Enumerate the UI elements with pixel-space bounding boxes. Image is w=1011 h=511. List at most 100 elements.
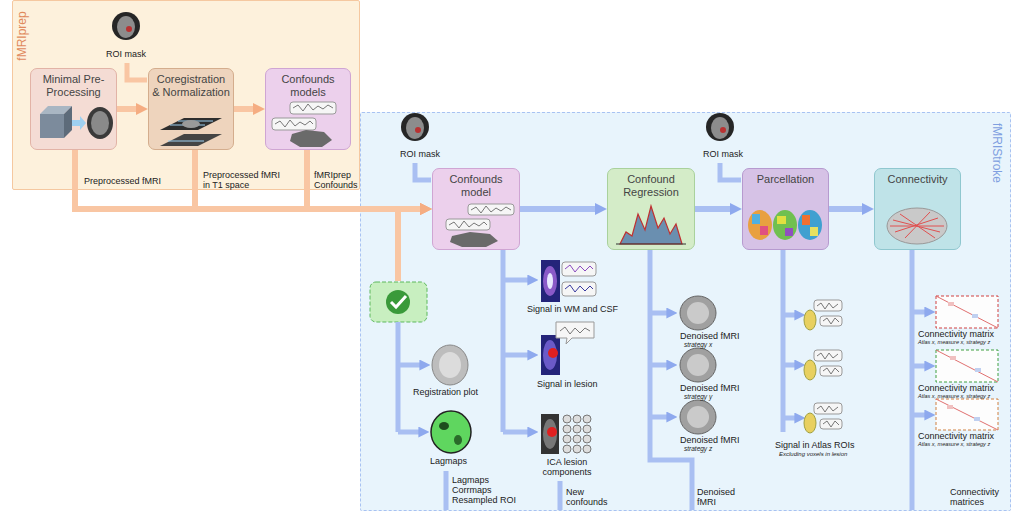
qc-check-icon	[386, 290, 410, 314]
note-text: Excluding voxels in lesion	[779, 451, 847, 458]
band-title-anchor: fMRIprep	[15, 6, 29, 66]
note-text: strategy y	[684, 393, 712, 400]
roi-mask-icon	[117, 16, 135, 38]
ica-components-icon	[583, 425, 591, 433]
label-anchor: Signal in Atlas ROIs	[775, 441, 855, 451]
atlas-brains-icon	[798, 210, 822, 240]
ica-components-icon	[573, 425, 581, 433]
output-wire	[783, 313, 799, 318]
matrix-icon	[947, 405, 953, 409]
lagmap-brain	[431, 411, 471, 453]
roi-signal-icon	[817, 303, 838, 309]
atlas-brains-icon	[802, 215, 810, 225]
label-anchor: ROI mask	[400, 150, 440, 160]
roi-mask-icon	[401, 113, 429, 141]
roi-mask-icon	[711, 117, 729, 139]
matrix-icon	[972, 314, 978, 318]
ica-components-icon	[543, 419, 557, 449]
label-anchor: Denoised fMRI	[680, 384, 740, 394]
denoised-brain	[687, 302, 709, 324]
label-anchor: fMRIprep Confounds	[314, 171, 360, 191]
label-anchor: ICA lesion components	[538, 458, 596, 478]
label-anchor: Registration plot	[413, 388, 478, 398]
atlas-brains-icon	[748, 210, 772, 240]
output-label: Connectivity matrix	[918, 330, 994, 340]
band-title-anchor: fMRIStroke	[990, 118, 1004, 188]
roi-mask-icon	[112, 12, 140, 40]
signal-chart-icon	[616, 244, 686, 245]
output-wire	[912, 413, 929, 418]
label-anchor: Denoised fMRI	[680, 332, 740, 342]
lesion-signal-icon	[543, 340, 557, 370]
label-anchor: Atlas x, measure x, strategy z	[918, 393, 1006, 399]
output-wire	[783, 363, 799, 368]
denoised-brain	[680, 400, 716, 434]
output-wire	[444, 471, 449, 510]
output-wire	[650, 311, 671, 316]
label-anchor: Lagmaps Corrmaps Resampled ROI	[452, 476, 522, 506]
label-anchor: Connectivity matrix	[918, 384, 994, 394]
label-anchor: Connectivity matrices	[950, 488, 1006, 508]
matrix-icon	[936, 399, 998, 430]
output-wire	[398, 363, 424, 368]
lagmap-brain	[454, 435, 462, 445]
output-label: fMRIprep Confounds	[314, 171, 360, 191]
box-title: Confounds model	[433, 169, 519, 198]
label-anchor: Denoised fMRI	[680, 436, 740, 446]
confounds-icon	[290, 102, 336, 114]
output-label: Denoised fMRI	[680, 436, 740, 446]
roi-signal-icon	[820, 419, 842, 429]
output-wire	[650, 363, 671, 368]
roi-mask-icon	[706, 113, 734, 141]
label-anchor: Atlas x, measure x, strategy z	[918, 339, 1006, 345]
confounds-icon	[446, 219, 490, 230]
output-wire	[396, 322, 401, 432]
flow-arrow	[117, 106, 141, 112]
roi-signal-icon	[814, 403, 842, 414]
lagmap-brain	[431, 411, 471, 453]
output-wire	[398, 430, 423, 435]
confounds-icon	[449, 221, 487, 228]
note-text: Atlas x, measure x, strategy z	[918, 339, 1006, 345]
output-label: Preprocessed fMRI in T1 space	[203, 171, 287, 191]
output-label: Registration plot	[413, 388, 478, 398]
label-anchor: Preprocessed fMRI in T1 space	[203, 171, 287, 191]
volume-cube-icon	[91, 111, 109, 135]
output-wire	[783, 416, 799, 421]
output-label: New confounds	[566, 488, 614, 508]
wm-csf-icon	[547, 273, 553, 289]
matrix-icon	[948, 302, 954, 306]
matrix-icon	[950, 356, 956, 360]
band-title: fMRIStroke	[990, 118, 1004, 188]
label-anchor: Connectivity matrix	[918, 330, 994, 340]
atlas-brains-icon	[777, 216, 786, 224]
volume-cube-icon	[40, 114, 64, 138]
roi-mask-icon	[706, 113, 734, 141]
ica-components-icon	[563, 435, 571, 443]
label-anchor: strategy z	[684, 445, 712, 452]
output-wire	[912, 364, 929, 369]
atlas-brains-icon	[773, 210, 797, 240]
qc-check-icon	[391, 296, 406, 307]
roi-signal-icon	[804, 413, 816, 433]
qc-check-icon	[370, 282, 427, 322]
output-wire	[650, 415, 671, 420]
registration-brain	[439, 352, 461, 378]
atlas-brains-icon	[785, 228, 793, 236]
qc-check-icon	[370, 282, 427, 322]
output-label: Connectivity matrix	[918, 384, 994, 394]
matrix-icon	[936, 296, 998, 328]
label-anchor: Excluding voxels in lesion	[779, 451, 847, 458]
roi-signal-icon	[804, 310, 816, 330]
roi-signal-icon	[814, 300, 842, 311]
output-label: Denoised fMRI	[697, 488, 742, 508]
roi-signal-icon	[823, 318, 839, 324]
roi-signal-icon	[814, 350, 842, 361]
roi-signal-icon	[817, 406, 838, 412]
roi-signal-icon	[817, 353, 838, 359]
atlas-brains-icon	[748, 210, 822, 240]
matrix-icon	[936, 296, 998, 328]
box-title: Coregistration & Normalization	[149, 69, 233, 98]
output-label: ICA lesion components	[538, 458, 596, 478]
